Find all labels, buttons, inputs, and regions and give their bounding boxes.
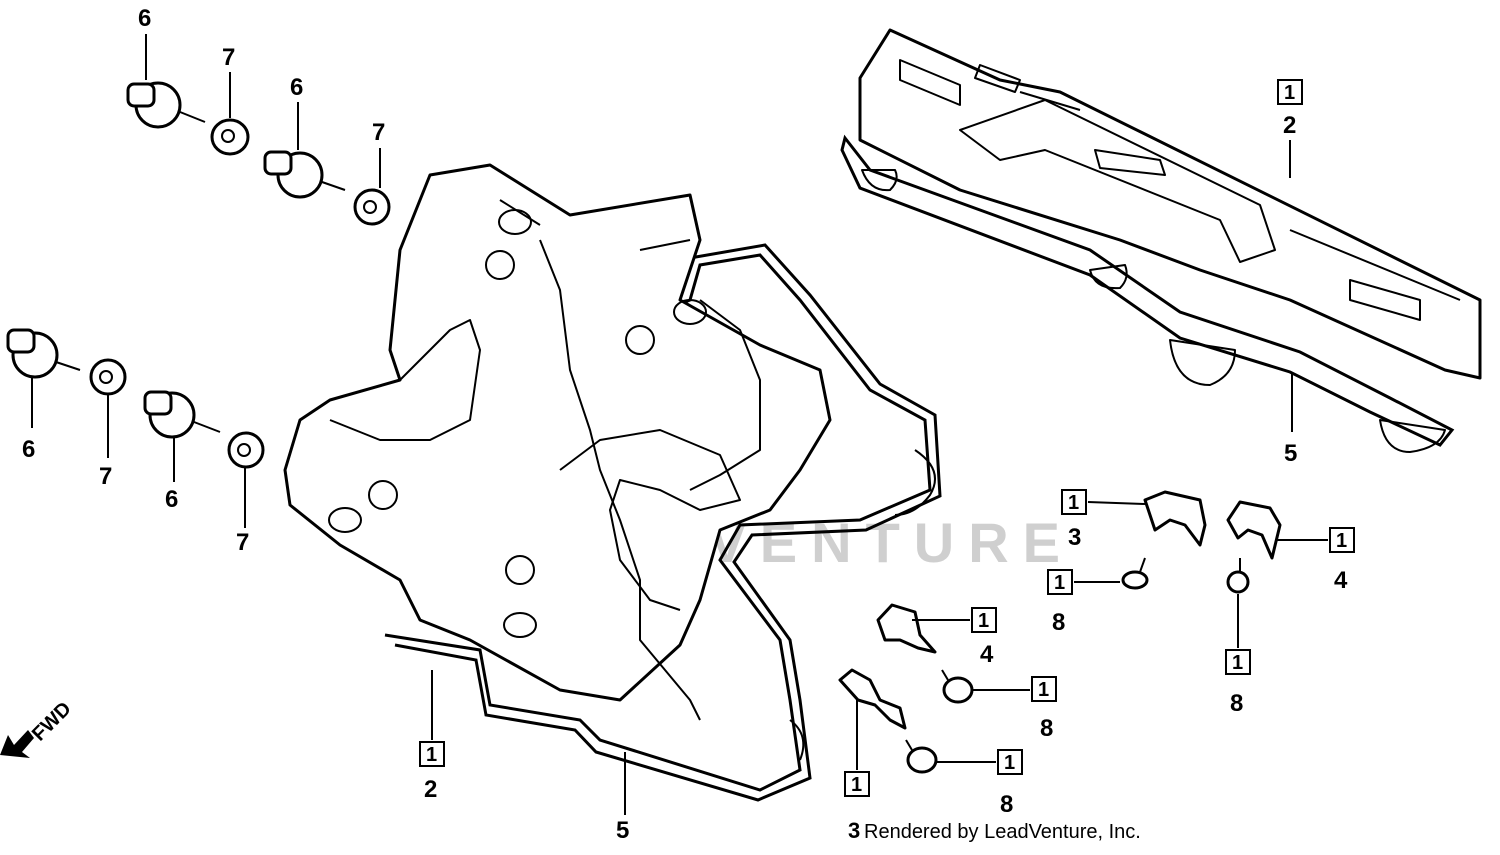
page-number: 3 bbox=[848, 818, 860, 843]
svg-text:1: 1 bbox=[1284, 82, 1295, 104]
svg-text:7: 7 bbox=[99, 463, 112, 490]
gasket-side-view bbox=[840, 134, 1455, 453]
gasket-top-view bbox=[384, 243, 942, 802]
svg-text:2: 2 bbox=[424, 776, 437, 803]
svg-text:1: 1 bbox=[1336, 530, 1347, 552]
callout-gasket-bottom: 5 bbox=[616, 752, 629, 844]
washer-7-a: 7 bbox=[210, 44, 250, 156]
washer-7-c: 7 bbox=[89, 358, 127, 490]
svg-text:6: 6 bbox=[290, 74, 303, 101]
svg-text:1: 1 bbox=[1232, 652, 1243, 674]
svg-text:1: 1 bbox=[1054, 572, 1065, 594]
svg-text:1: 1 bbox=[1004, 752, 1015, 774]
svg-text:5: 5 bbox=[616, 817, 629, 844]
svg-text:2: 2 bbox=[1283, 112, 1296, 139]
callout-cover-bottom: 1 2 bbox=[419, 670, 445, 803]
fwd-arrow: FWD bbox=[0, 698, 76, 758]
svg-text:5: 5 bbox=[1284, 440, 1297, 467]
svg-text:1: 1 bbox=[978, 610, 989, 632]
svg-text:7: 7 bbox=[222, 44, 235, 71]
clamp-4-right: 1 4 bbox=[1226, 500, 1355, 594]
svg-text:6: 6 bbox=[165, 486, 178, 513]
bolt-6-b: 6 bbox=[263, 74, 346, 199]
bolt-8-right-b: 1 8 bbox=[1225, 558, 1251, 717]
callout-gasket-top: 5 bbox=[1284, 372, 1297, 467]
svg-text:1: 1 bbox=[426, 744, 437, 766]
bolt-8-mid-a: 1 8 bbox=[941, 669, 1057, 742]
washer-7-d: 7 bbox=[227, 431, 265, 556]
svg-text:6: 6 bbox=[22, 436, 35, 463]
svg-text:4: 4 bbox=[1334, 567, 1348, 594]
bolt-8-right-a: 1 8 bbox=[1047, 557, 1149, 636]
svg-text:3: 3 bbox=[1068, 524, 1081, 551]
bolt-6-a: 6 bbox=[126, 5, 206, 129]
callout-cover-top: 1 2 bbox=[1277, 79, 1303, 178]
svg-text:4: 4 bbox=[980, 641, 994, 668]
bolt-6-c: 6 bbox=[6, 328, 81, 463]
svg-text:7: 7 bbox=[236, 529, 249, 556]
svg-text:1: 1 bbox=[851, 774, 862, 796]
bolt-8-mid-b: 1 8 bbox=[905, 739, 1023, 818]
svg-text:7: 7 bbox=[372, 119, 385, 146]
svg-text:8: 8 bbox=[1040, 715, 1053, 742]
svg-text:FWD: FWD bbox=[28, 698, 76, 746]
head-cover-top-view bbox=[283, 163, 832, 721]
credit-text: Rendered by LeadVenture, Inc. bbox=[864, 821, 1141, 843]
svg-text:6: 6 bbox=[138, 5, 151, 32]
svg-text:8: 8 bbox=[1052, 609, 1065, 636]
washer-7-b: 7 bbox=[353, 119, 391, 226]
svg-text:1: 1 bbox=[1068, 492, 1079, 514]
svg-text:8: 8 bbox=[1230, 690, 1243, 717]
bolt-6-d: 6 bbox=[143, 390, 221, 513]
svg-text:1: 1 bbox=[1038, 679, 1049, 701]
svg-text:8: 8 bbox=[1000, 791, 1013, 818]
clamp-3-mid: 1 bbox=[838, 668, 907, 797]
credit-line: 3 Rendered by LeadVenture, Inc. bbox=[848, 818, 1141, 843]
clamp-3-right: 1 3 bbox=[1061, 489, 1207, 551]
head-cover-side-view bbox=[858, 28, 1482, 380]
clamp-4-mid: 1 4 bbox=[876, 603, 997, 668]
